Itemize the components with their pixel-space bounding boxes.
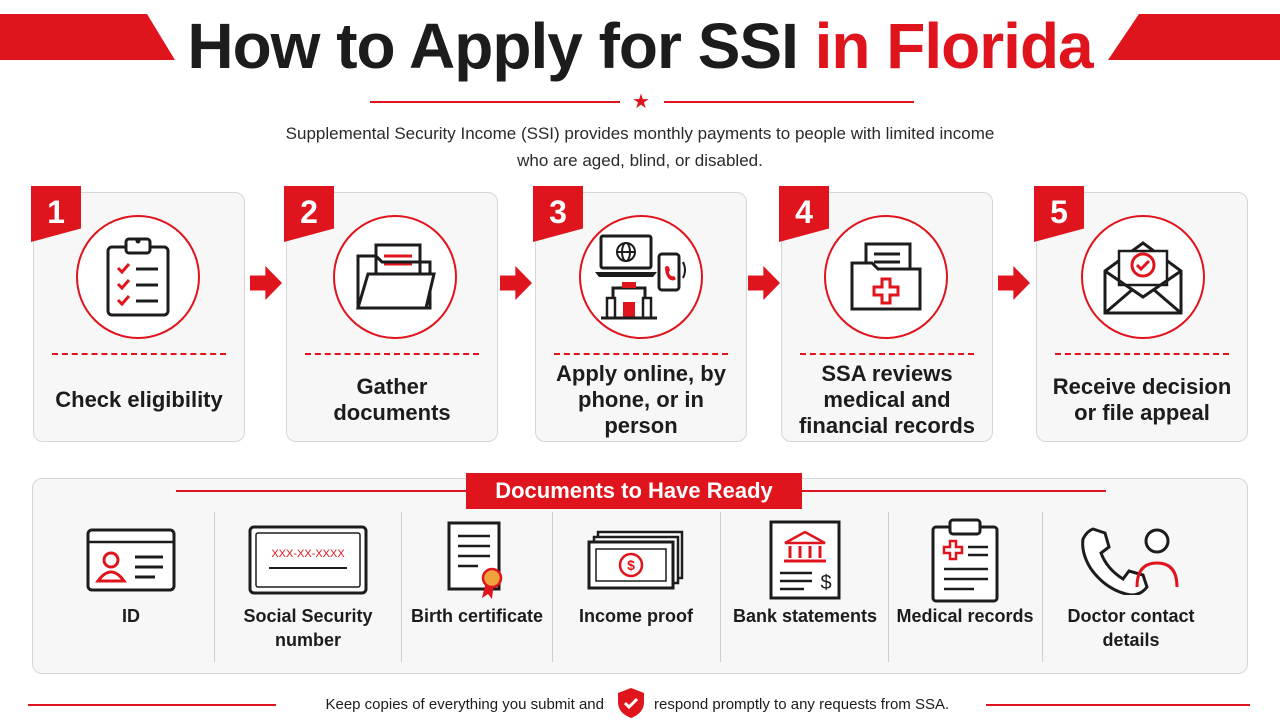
step-5-divider bbox=[1055, 353, 1229, 355]
step-card-5: Receive decision or file appeal bbox=[1036, 192, 1248, 442]
documents-rule-right bbox=[802, 490, 1106, 492]
header-ribbon-left bbox=[0, 14, 175, 60]
document-label-bank-statements: Bank statements bbox=[732, 606, 878, 626]
shield-check-icon bbox=[618, 688, 644, 718]
folder-documents-icon bbox=[355, 243, 436, 310]
footer-rule-right bbox=[986, 704, 1250, 706]
document-label-ssn: Social Security number bbox=[243, 606, 373, 650]
documents-rule-left bbox=[176, 490, 466, 492]
money-stack-icon: $ bbox=[587, 530, 684, 590]
subtitle-line-1: Supplemental Security Income (SSI) provi… bbox=[285, 124, 995, 143]
step-2-label: Gather documents bbox=[333, 374, 451, 425]
ssn-card-icon: XXX-XX-XXXX bbox=[248, 525, 368, 595]
medical-clipboard-icon bbox=[931, 518, 999, 603]
document-item-ssn: XXX-XX-XXXX Social Security number bbox=[220, 512, 396, 662]
documents-title: Documents to Have Ready bbox=[466, 473, 802, 509]
document-item-birth-certificate: Birth certificate bbox=[404, 512, 550, 662]
title-rule-left bbox=[370, 101, 620, 103]
document-label-birth-certificate: Birth certificate bbox=[410, 606, 544, 626]
step-4-label: SSA reviews medical and financial record… bbox=[798, 361, 976, 438]
document-separator bbox=[720, 512, 721, 662]
bank-statement-icon: $ bbox=[769, 520, 841, 600]
ssn-card-text: XXX-XX-XXXX bbox=[271, 548, 345, 560]
clipboard-checklist-icon bbox=[106, 237, 170, 317]
step-3-label: Apply online, by phone, or in person bbox=[556, 361, 726, 438]
certificate-icon bbox=[447, 521, 503, 599]
envelope-check-icon bbox=[1103, 241, 1183, 315]
step-card-1: Check eligibility bbox=[33, 192, 245, 442]
arrow-right-icon bbox=[250, 266, 282, 300]
step-4-divider bbox=[800, 353, 974, 355]
footer-rule-left bbox=[28, 704, 276, 706]
arrow-right-icon bbox=[748, 266, 780, 300]
document-separator bbox=[214, 512, 215, 662]
arrow-right-icon bbox=[500, 266, 532, 300]
phone-person-icon bbox=[1081, 527, 1179, 595]
medical-folder-icon bbox=[850, 242, 922, 311]
step-5-icon-circle bbox=[1081, 215, 1205, 339]
footer-text-left: Keep copies of everything you submit and bbox=[325, 696, 604, 713]
step-1-divider bbox=[52, 353, 226, 355]
document-label-medical-records: Medical records bbox=[896, 606, 1034, 626]
header-ribbon-right bbox=[1108, 14, 1280, 60]
step-card-2: Gather documents bbox=[286, 192, 498, 442]
step-3-icon-circle bbox=[579, 215, 703, 339]
document-separator bbox=[401, 512, 402, 662]
document-label-income-proof: Income proof bbox=[578, 606, 693, 626]
title-main: How to Apply for SSI bbox=[187, 10, 798, 82]
document-label-doctor-contact: Doctor contact details bbox=[1067, 606, 1195, 650]
document-separator bbox=[552, 512, 553, 662]
step-card-4: SSA reviews medical and financial record… bbox=[781, 192, 993, 442]
document-item-income-proof: $ Income proof bbox=[556, 512, 716, 662]
subtitle-line-2: who are aged, blind, or disabled. bbox=[517, 151, 763, 170]
step-5-label: Receive decision or file appeal bbox=[1052, 374, 1232, 425]
laptop-phone-office-icon bbox=[595, 234, 686, 320]
step-1-label: Check eligibility bbox=[55, 387, 223, 412]
title-highlight: in Florida bbox=[814, 10, 1094, 82]
step-card-3: Apply online, by phone, or in person bbox=[535, 192, 747, 442]
step-3-divider bbox=[554, 353, 728, 355]
document-separator bbox=[888, 512, 889, 662]
document-separator bbox=[1042, 512, 1043, 662]
id-card-icon bbox=[86, 528, 176, 592]
document-item-doctor-contact: Doctor contact details bbox=[1046, 512, 1216, 662]
document-item-id: ID bbox=[48, 512, 214, 662]
title-rule-right bbox=[664, 101, 914, 103]
star-icon: ★ bbox=[632, 91, 650, 113]
step-4-icon-circle bbox=[824, 215, 948, 339]
step-2-icon-circle bbox=[333, 215, 457, 339]
svg-text:$: $ bbox=[627, 557, 635, 573]
footer-text-right: respond promptly to any requests from SS… bbox=[654, 696, 950, 713]
arrow-right-icon bbox=[998, 266, 1030, 300]
document-item-medical-records: Medical records bbox=[892, 512, 1038, 662]
step-2-divider bbox=[305, 353, 479, 355]
document-label-id: ID bbox=[122, 606, 140, 626]
page-title: How to Apply for SSI in Florida bbox=[0, 6, 1280, 86]
step-1-icon-circle bbox=[76, 215, 200, 339]
subtitle: Supplemental Security Income (SSI) provi… bbox=[0, 120, 1280, 174]
document-item-bank-statements: $ Bank statements bbox=[724, 512, 886, 662]
svg-text:$: $ bbox=[820, 572, 831, 594]
